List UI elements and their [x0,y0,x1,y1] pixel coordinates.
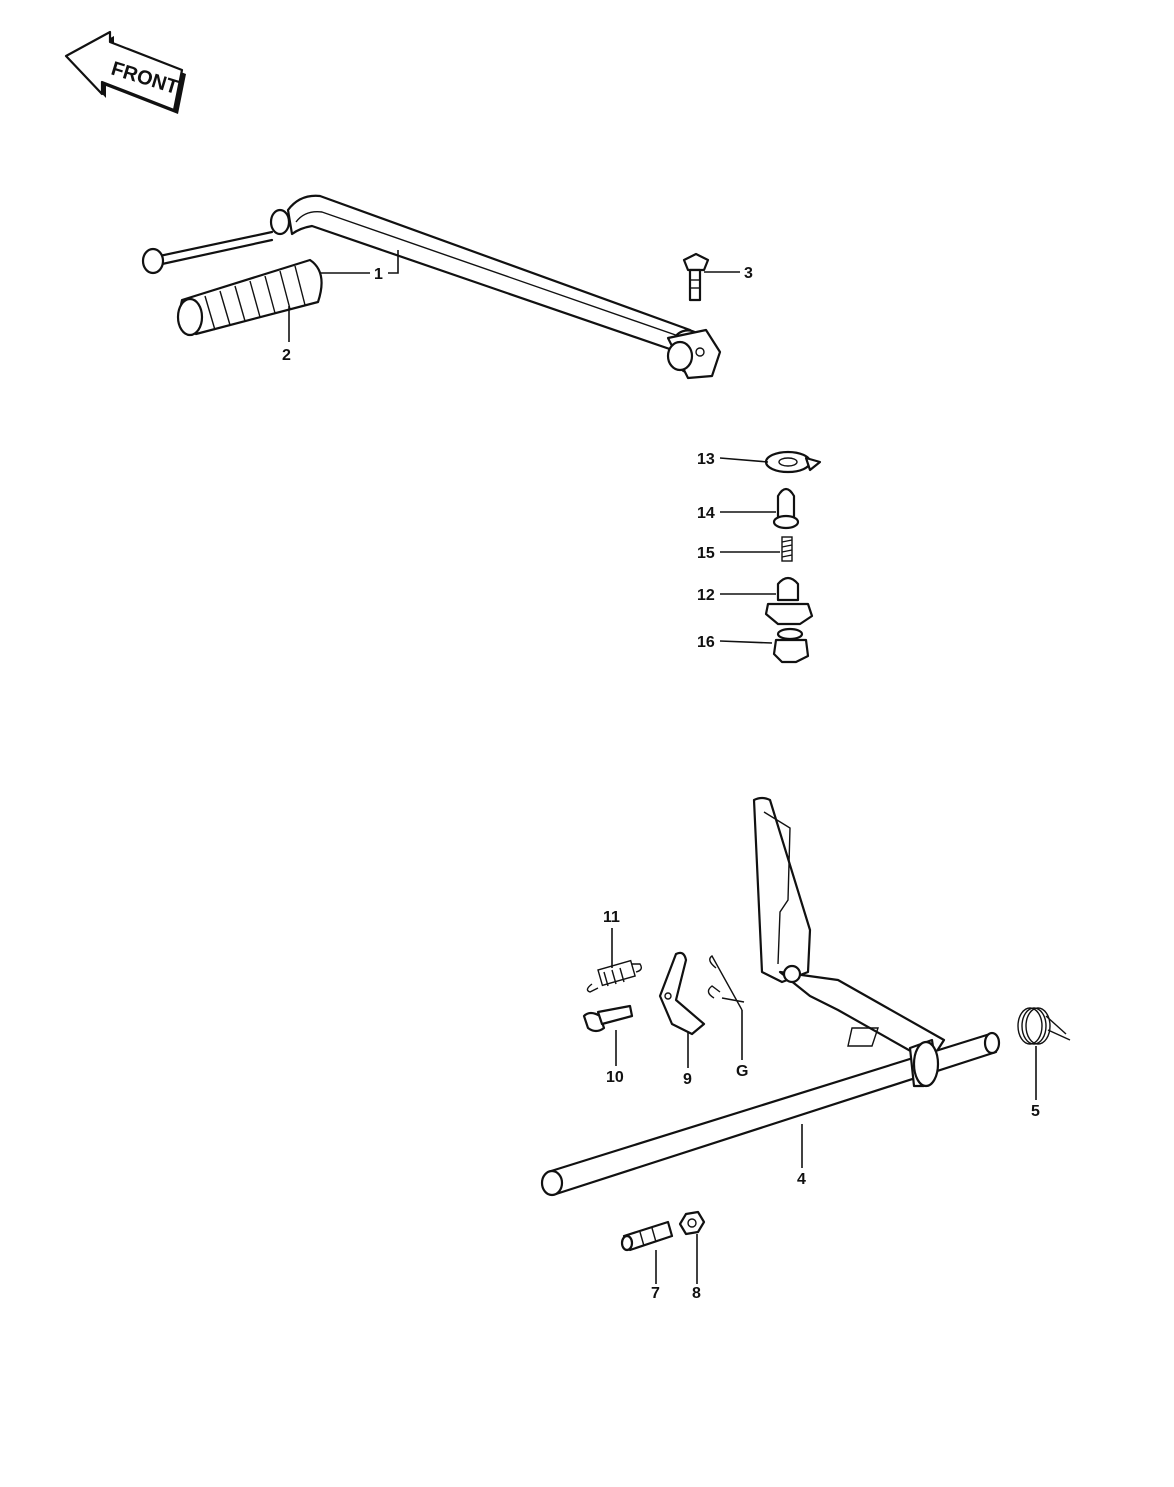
callout-15: 15 [697,545,715,562]
callout-1: 1 [374,266,383,283]
callout-2: 2 [282,347,291,364]
callout-6: G [736,1063,748,1080]
pedal-rubber [176,258,323,337]
nut [678,1210,706,1236]
detent-washer [764,450,822,474]
detent-holder [764,576,814,626]
callout-11: 11 [603,909,620,926]
callout-4: 4 [797,1171,806,1188]
pivot-bolt [582,1004,634,1033]
callout-10: 10 [606,1069,624,1086]
callout-7: 7 [651,1285,660,1302]
pedal-lever [141,194,722,380]
detent-cap-bolt [772,627,810,664]
front-arrow-icon: FRONT [64,30,186,114]
spring-clip [707,954,745,1011]
callout-16: 16 [697,634,715,651]
callout-8: 8 [692,1285,701,1302]
lever-bolt [682,252,710,302]
torsion-spring [1017,1007,1071,1045]
callout-9: 9 [683,1071,692,1088]
tension-spring [586,959,643,993]
callout-3: 3 [744,265,753,282]
shift-shaft [540,796,1001,1197]
stopper-plate [658,951,706,1036]
callout-12: 12 [697,587,715,604]
callout-5: 5 [1031,1103,1040,1120]
stud [620,1220,674,1252]
detent-plunger [772,487,800,530]
leader-lines [288,250,1037,1284]
detent-spring [781,536,793,562]
callout-14: 14 [697,505,715,522]
callout-13: 13 [697,451,715,468]
